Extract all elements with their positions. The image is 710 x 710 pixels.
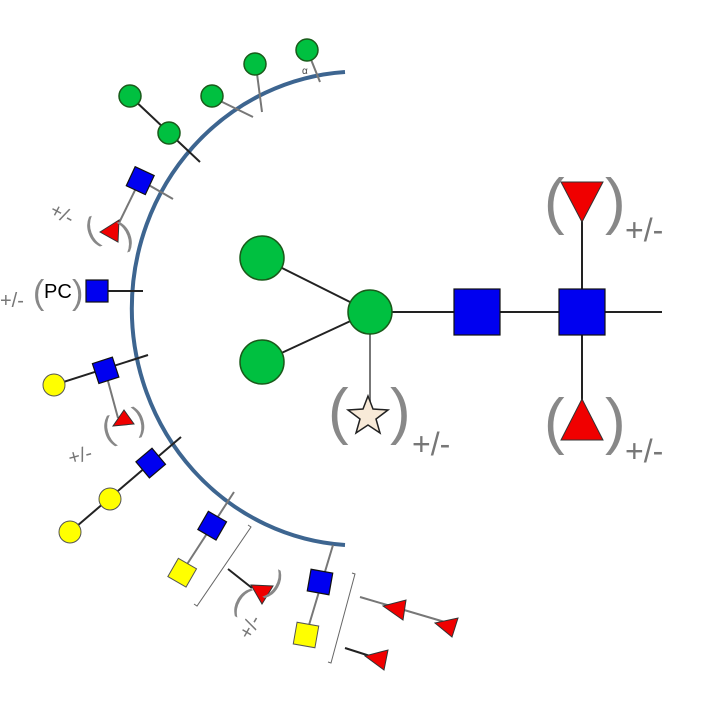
glcnac-square — [91, 356, 120, 385]
glcnac-square — [197, 510, 228, 541]
mannose-circle — [295, 38, 319, 62]
paren-close: ) — [262, 565, 291, 604]
galnac-square — [167, 557, 198, 588]
paren-open: ( — [227, 580, 256, 619]
optional-label: +/- — [625, 212, 663, 248]
mannose-circle — [347, 289, 393, 335]
bracket — [193, 524, 252, 607]
xylose-star — [345, 393, 391, 435]
galactose-circle — [98, 487, 122, 511]
glcnac-square — [135, 447, 167, 479]
paren-open: ( — [98, 410, 119, 450]
fucose-triangle — [560, 181, 604, 224]
paren-open: ( — [328, 377, 349, 446]
antenna-glcnac-galnac-fucoses — [292, 544, 459, 671]
fucose-triangle — [363, 649, 389, 671]
paren-close: ) — [605, 167, 626, 236]
antenna-arc — [129, 70, 346, 547]
mannose-circle — [243, 52, 267, 76]
paren-open: ( — [79, 210, 103, 250]
paren-open: ( — [544, 387, 565, 456]
paren-open: ( — [544, 167, 565, 236]
optional-label: +/- — [46, 199, 77, 230]
mannose-circle — [239, 339, 285, 385]
paren-close: ) — [605, 387, 626, 456]
glcnac-square — [125, 165, 155, 196]
glycan-core: ( ) +/- ( ) +/- ( ) +/- — [239, 167, 663, 469]
fucose-triangle — [433, 617, 459, 638]
antenna-mannose-2 — [243, 52, 267, 113]
optional-label: +/- — [412, 426, 450, 462]
optional-label: +/- — [625, 433, 663, 469]
optional-label: +/- — [235, 611, 266, 643]
antenna-glcnac-galnac-fucose: ( ) +/- — [167, 491, 291, 643]
fucose-triangle — [381, 599, 407, 621]
glcnac-square — [306, 568, 334, 596]
glcnac-square — [558, 288, 606, 336]
antenna-mannose-3 — [200, 84, 254, 118]
galnac-square — [292, 621, 320, 649]
galactose-circle — [58, 520, 82, 544]
antenna-mannose-alpha: α — [295, 38, 321, 83]
antenna-mannose-4 — [118, 84, 201, 163]
fucose-triangle — [560, 397, 604, 441]
fucose-triangle — [111, 409, 135, 427]
optional-label: +/- — [0, 290, 24, 312]
paren-close: ) — [129, 399, 150, 439]
mannose-circle — [239, 235, 285, 281]
mannose-circle — [118, 84, 142, 108]
galactose-circle — [42, 373, 66, 397]
mannose-circle — [200, 84, 224, 108]
fucose-triangle — [250, 584, 274, 605]
glcnac-square — [85, 279, 109, 303]
optional-label: +/- — [66, 442, 95, 469]
paren-open: ( — [33, 274, 45, 312]
pc-label: PC — [44, 281, 72, 303]
mannose-circle — [157, 121, 181, 145]
glcnac-square — [453, 288, 501, 336]
alpha-label: α — [302, 66, 308, 77]
antenna-glcnac-gal-gal — [58, 436, 182, 544]
paren-close: ) — [390, 377, 411, 446]
antenna-gal-glcnac-fucose: ( ) +/- — [42, 354, 150, 470]
antenna-phosphocholine: +/- ( PC ) — [0, 274, 143, 312]
paren-close: ) — [72, 274, 83, 312]
bracket — [327, 572, 356, 664]
fucose-triangle — [99, 219, 120, 243]
